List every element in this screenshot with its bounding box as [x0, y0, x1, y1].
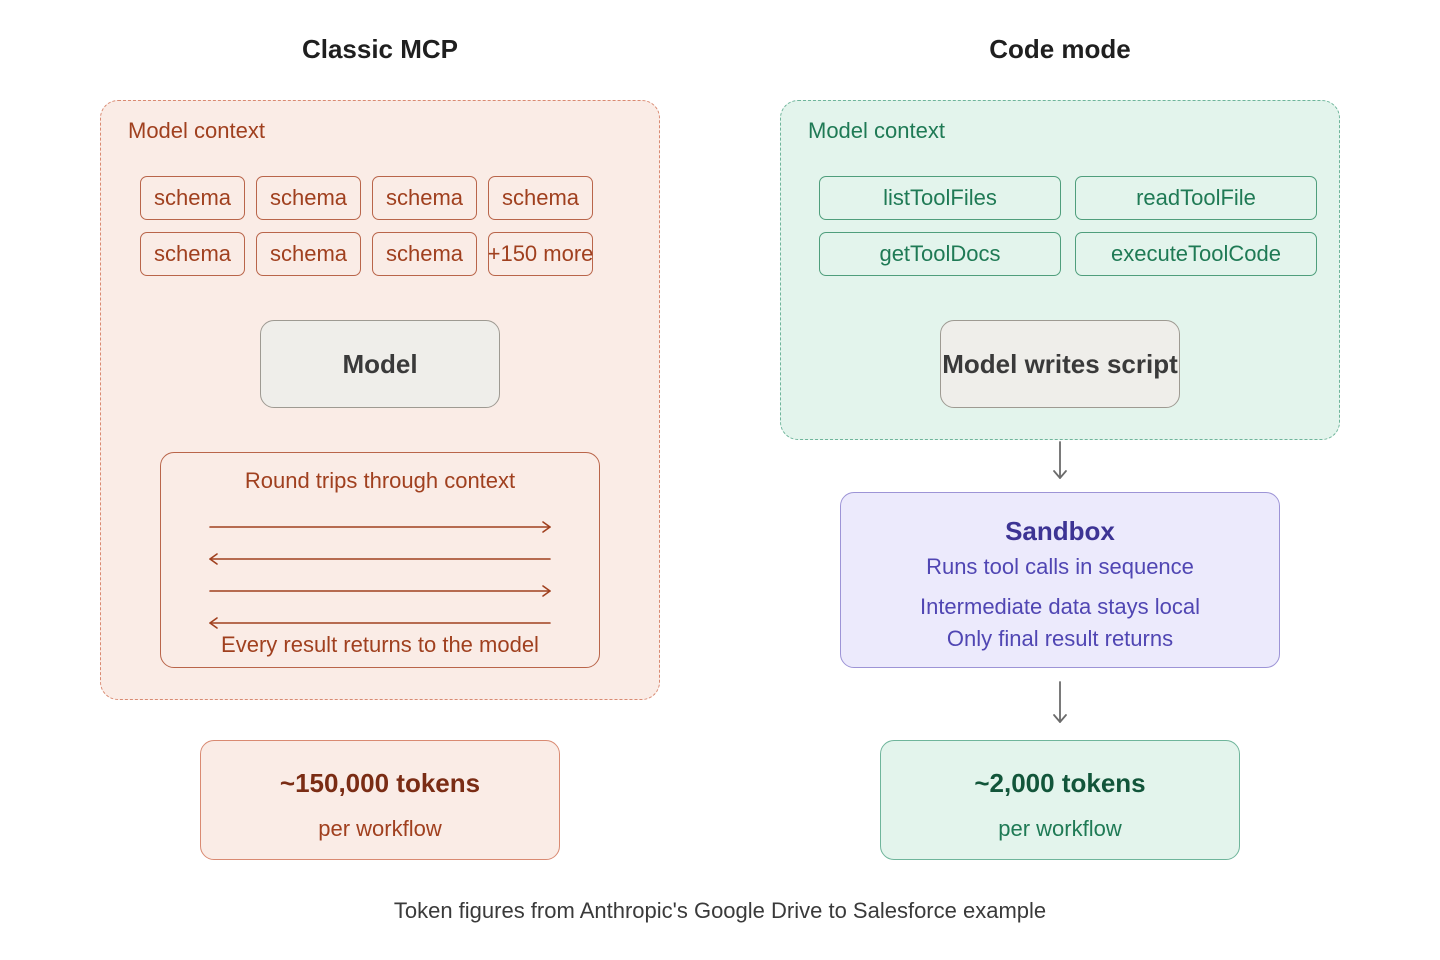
sandbox-title: Sandbox: [1005, 516, 1115, 546]
tool-chip-get-tool-docs: getToolDocs: [819, 232, 1061, 276]
left-arrow: [209, 617, 551, 629]
right-arrow: [209, 521, 551, 533]
schema-chip: schema: [140, 176, 245, 220]
classic-model-context-label: Model context: [128, 118, 265, 143]
code-mode-model-context-label: Model context: [808, 118, 945, 143]
right-arrow: [209, 585, 551, 597]
sandbox-line: Intermediate data stays local: [919, 594, 1201, 619]
code-mode-title: Code mode: [989, 34, 1131, 64]
model-writes-script-box: Model writes script: [940, 320, 1180, 408]
footnote: Token figures from Anthropic's Google Dr…: [393, 898, 1047, 923]
classic-result-box: [200, 740, 560, 860]
sandbox-line: Only final result returns: [946, 626, 1174, 651]
round-trip-arrows: [209, 521, 551, 629]
model-box: Model: [260, 320, 500, 408]
sandbox-line: Runs tool calls in sequence: [926, 554, 1194, 579]
more-schemas-chip: +150 more: [488, 232, 593, 276]
tool-chip-list-tool-files: listToolFiles: [819, 176, 1061, 220]
round-trips-title: Round trips through context: [244, 468, 516, 493]
left-arrow: [209, 553, 551, 565]
code-mode-per-workflow: per workflow: [998, 816, 1122, 841]
schema-chip: schema: [372, 176, 477, 220]
classic-token-count: ~150,000 tokens: [279, 768, 481, 798]
classic-per-workflow: per workflow: [318, 816, 442, 841]
schema-chip: schema: [256, 232, 361, 276]
code-mode-token-count: ~2,000 tokens: [974, 768, 1146, 798]
classic-mcp-title: Classic MCP: [301, 34, 459, 64]
down-arrow-icon: [1053, 441, 1067, 479]
round-trips-box: [160, 452, 600, 668]
schema-chip: schema: [256, 176, 361, 220]
round-trips-footer: Every result returns to the model: [221, 632, 539, 657]
sandbox-box: [840, 492, 1280, 668]
tool-chip-read-tool-file: readToolFile: [1075, 176, 1317, 220]
schema-chip: schema: [140, 232, 245, 276]
schema-chip: schema: [488, 176, 593, 220]
code-mode-result-box: [880, 740, 1240, 860]
down-arrow-icon: [1053, 681, 1067, 723]
schema-chip: schema: [372, 232, 477, 276]
tool-chip-execute-tool-code: executeToolCode: [1075, 232, 1317, 276]
